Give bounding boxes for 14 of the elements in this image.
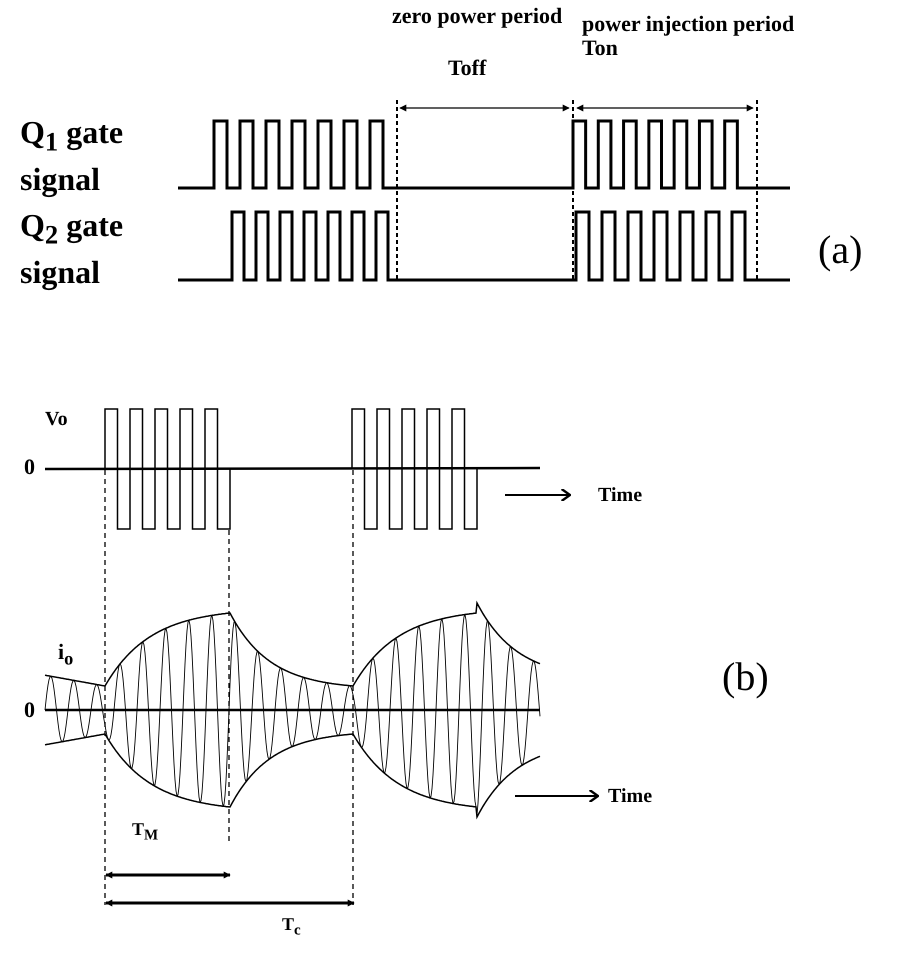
period-label: power injection period Ton	[582, 12, 796, 60]
zero-label: 0	[24, 698, 35, 722]
axis-label: Time	[608, 785, 652, 807]
zero-label: 0	[24, 455, 35, 480]
dimension-label: T$_{M}$	[132, 820, 158, 844]
period-label: zero power period	[392, 4, 562, 28]
dimension-label: T$_{c}$	[282, 915, 301, 940]
axis-label: Vo	[45, 408, 68, 430]
period-label: Toff	[448, 56, 486, 80]
axis-label: i$_{o}$	[58, 640, 74, 669]
signal-name-label: Q$_{2}$ gate signal	[20, 206, 124, 292]
panel-label: (b)	[722, 655, 769, 699]
panel-label: (a)	[818, 228, 862, 272]
axis-label: Time	[598, 484, 642, 506]
